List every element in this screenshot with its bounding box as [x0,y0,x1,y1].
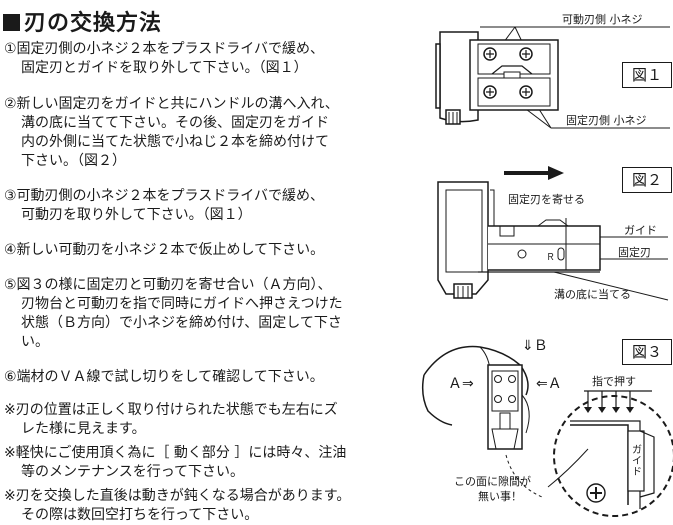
figure-3-gap-label-2: 無い事！ [478,490,522,503]
step-3-line-2: 可動刃を取り外して下さい。（図１） [21,207,252,223]
step-2-line-1: ②新しい固定刃をガイドと共にハンドルの溝へ入れ、 [4,96,339,112]
page-title: 刃の交換方法 [3,5,162,37]
step-1-line-1: ①固定刃側の小ネジ２本をプラスドライバで緩め、 [4,41,324,57]
figure-2-arrow-label: 固定刃を寄せる [508,193,585,206]
note-1: ※刃の位置は正しく取り付けられた状態でも左右にズ レた様に見えます。 [4,401,416,439]
step-4: ④新しい可動刃を小ネジ２本で仮止めして下さい。 [4,241,416,260]
instruction-steps: ①固定刃側の小ネジ２本をプラスドライバで緩め、 固定刃とガイドを取り外して下さい… [4,40,416,525]
title-square-icon [3,14,20,31]
figure-2-illustration [437,166,669,301]
note-1-line-2: レた様に見えます。 [21,421,146,437]
step-5-line-2: 刃物台と可動刃を指で同時にガイドへ押さえつけた [21,296,343,312]
note-1-line-1: ※刃の位置は正しく取り付けられた状態でも左右にズ [4,402,338,418]
note-2: ※軽快にご使用頂く為に［ 動く部分 ］には時々、注油 等のメンテナンスを行って下… [4,444,416,482]
step-6-line-1: ⑥端材のＶＡ線で試し切りをして確認して下さい。 [4,369,324,385]
step-6: ⑥端材のＶＡ線で試し切りをして確認して下さい。 [4,368,416,387]
figure-3-a-right: ⇐Ａ [536,376,562,392]
note-3-line-1: ※刃を交換した直後は動きが鈍くなる場合があります。 [4,488,351,504]
step-5-line-4: い。 [21,334,49,350]
figure-3-guide-label: ガイド [632,445,642,478]
figure-2: 固定刃を寄せる ガイド 固定刃 Ｒ 溝の底に当てる 図２ [418,160,673,310]
figure-3-illustration [421,345,673,517]
step-2-line-3: 内の外側に当てた状態で小ねじ２本を締め付けて [21,134,329,150]
figure-3-label: 図３ [622,339,672,365]
step-3: ③可動刃側の小ネジ２本をプラスドライバで緩め、 可動刃を取り外して下さい。（図１… [4,187,416,225]
title-text: 刃の交換方法 [24,11,163,36]
figure-2-blade-mark: Ｒ [546,253,556,263]
figure-3-gap-label-1: この面に隙間が [454,475,531,488]
figure-2-label: 図２ [622,167,672,193]
step-3-line-1: ③可動刃側の小ネジ２本をプラスドライバで緩め、 [4,188,324,204]
step-1: ①固定刃側の小ネジ２本をプラスドライバで緩め、 固定刃とガイドを取り外して下さい… [4,40,416,78]
figure-3-a-left: Ａ⇒ [448,376,474,392]
step-5-line-1: ⑤図３の様に固定刃と可動刃を寄せ合い（Ａ方向）、 [4,277,332,293]
figure-3: ⇓Ｂ Ａ⇒ ⇐Ａ 指で押す ガイド この面に隙間が 無い事！ 図３ [418,325,673,520]
figure-1: 可動刃側 小ネジ 固定刃側 小ネジ 図１ [418,0,673,150]
figure-1-bottom-label: 固定刃側 小ネジ [566,114,647,127]
figure-3-b-direction: ⇓Ｂ [522,338,548,354]
figure-1-illustration [435,26,670,129]
figure-2-groove-label: 溝の底に当てる [554,288,631,301]
step-2: ②新しい固定刃をガイドと共にハンドルの溝へ入れ、 溝の底に当てて下さい。その後、… [4,95,416,171]
figure-1-label: 図１ [622,62,672,88]
figure-3-press-label: 指で押す [592,375,636,388]
note-3-line-2: その際は数回空打ちを行って下さい。 [21,507,259,523]
step-5: ⑤図３の様に固定刃と可動刃を寄せ合い（Ａ方向）、 刃物台と可動刃を指で同時にガイ… [4,276,416,352]
figure-2-blade-label: 固定刃 [618,246,651,259]
note-2-line-1: ※軽快にご使用頂く為に［ 動く部分 ］には時々、注油 [4,445,347,461]
step-4-line-1: ④新しい可動刃を小ネジ２本で仮止めして下さい。 [4,242,325,258]
note-2-line-2: 等のメンテナンスを行って下さい。 [21,464,245,480]
step-2-line-4: 下さい。（図２） [21,153,126,169]
figure-1-top-label: 可動刃側 小ネジ [562,13,643,26]
step-1-line-2: 固定刃とガイドを取り外して下さい。（図１） [21,60,308,76]
figure-2-guide-label: ガイド [624,224,657,237]
step-2-line-2: 溝の底に当てて下さい。その後、固定刃をガイド [21,115,329,131]
step-5-line-3: 状態（Ｂ方向）で小ネジを締め付け、固定して下さ [21,315,342,331]
note-3: ※刃を交換した直後は動きが鈍くなる場合があります。 その際は数回空打ちを行って下… [4,487,416,525]
